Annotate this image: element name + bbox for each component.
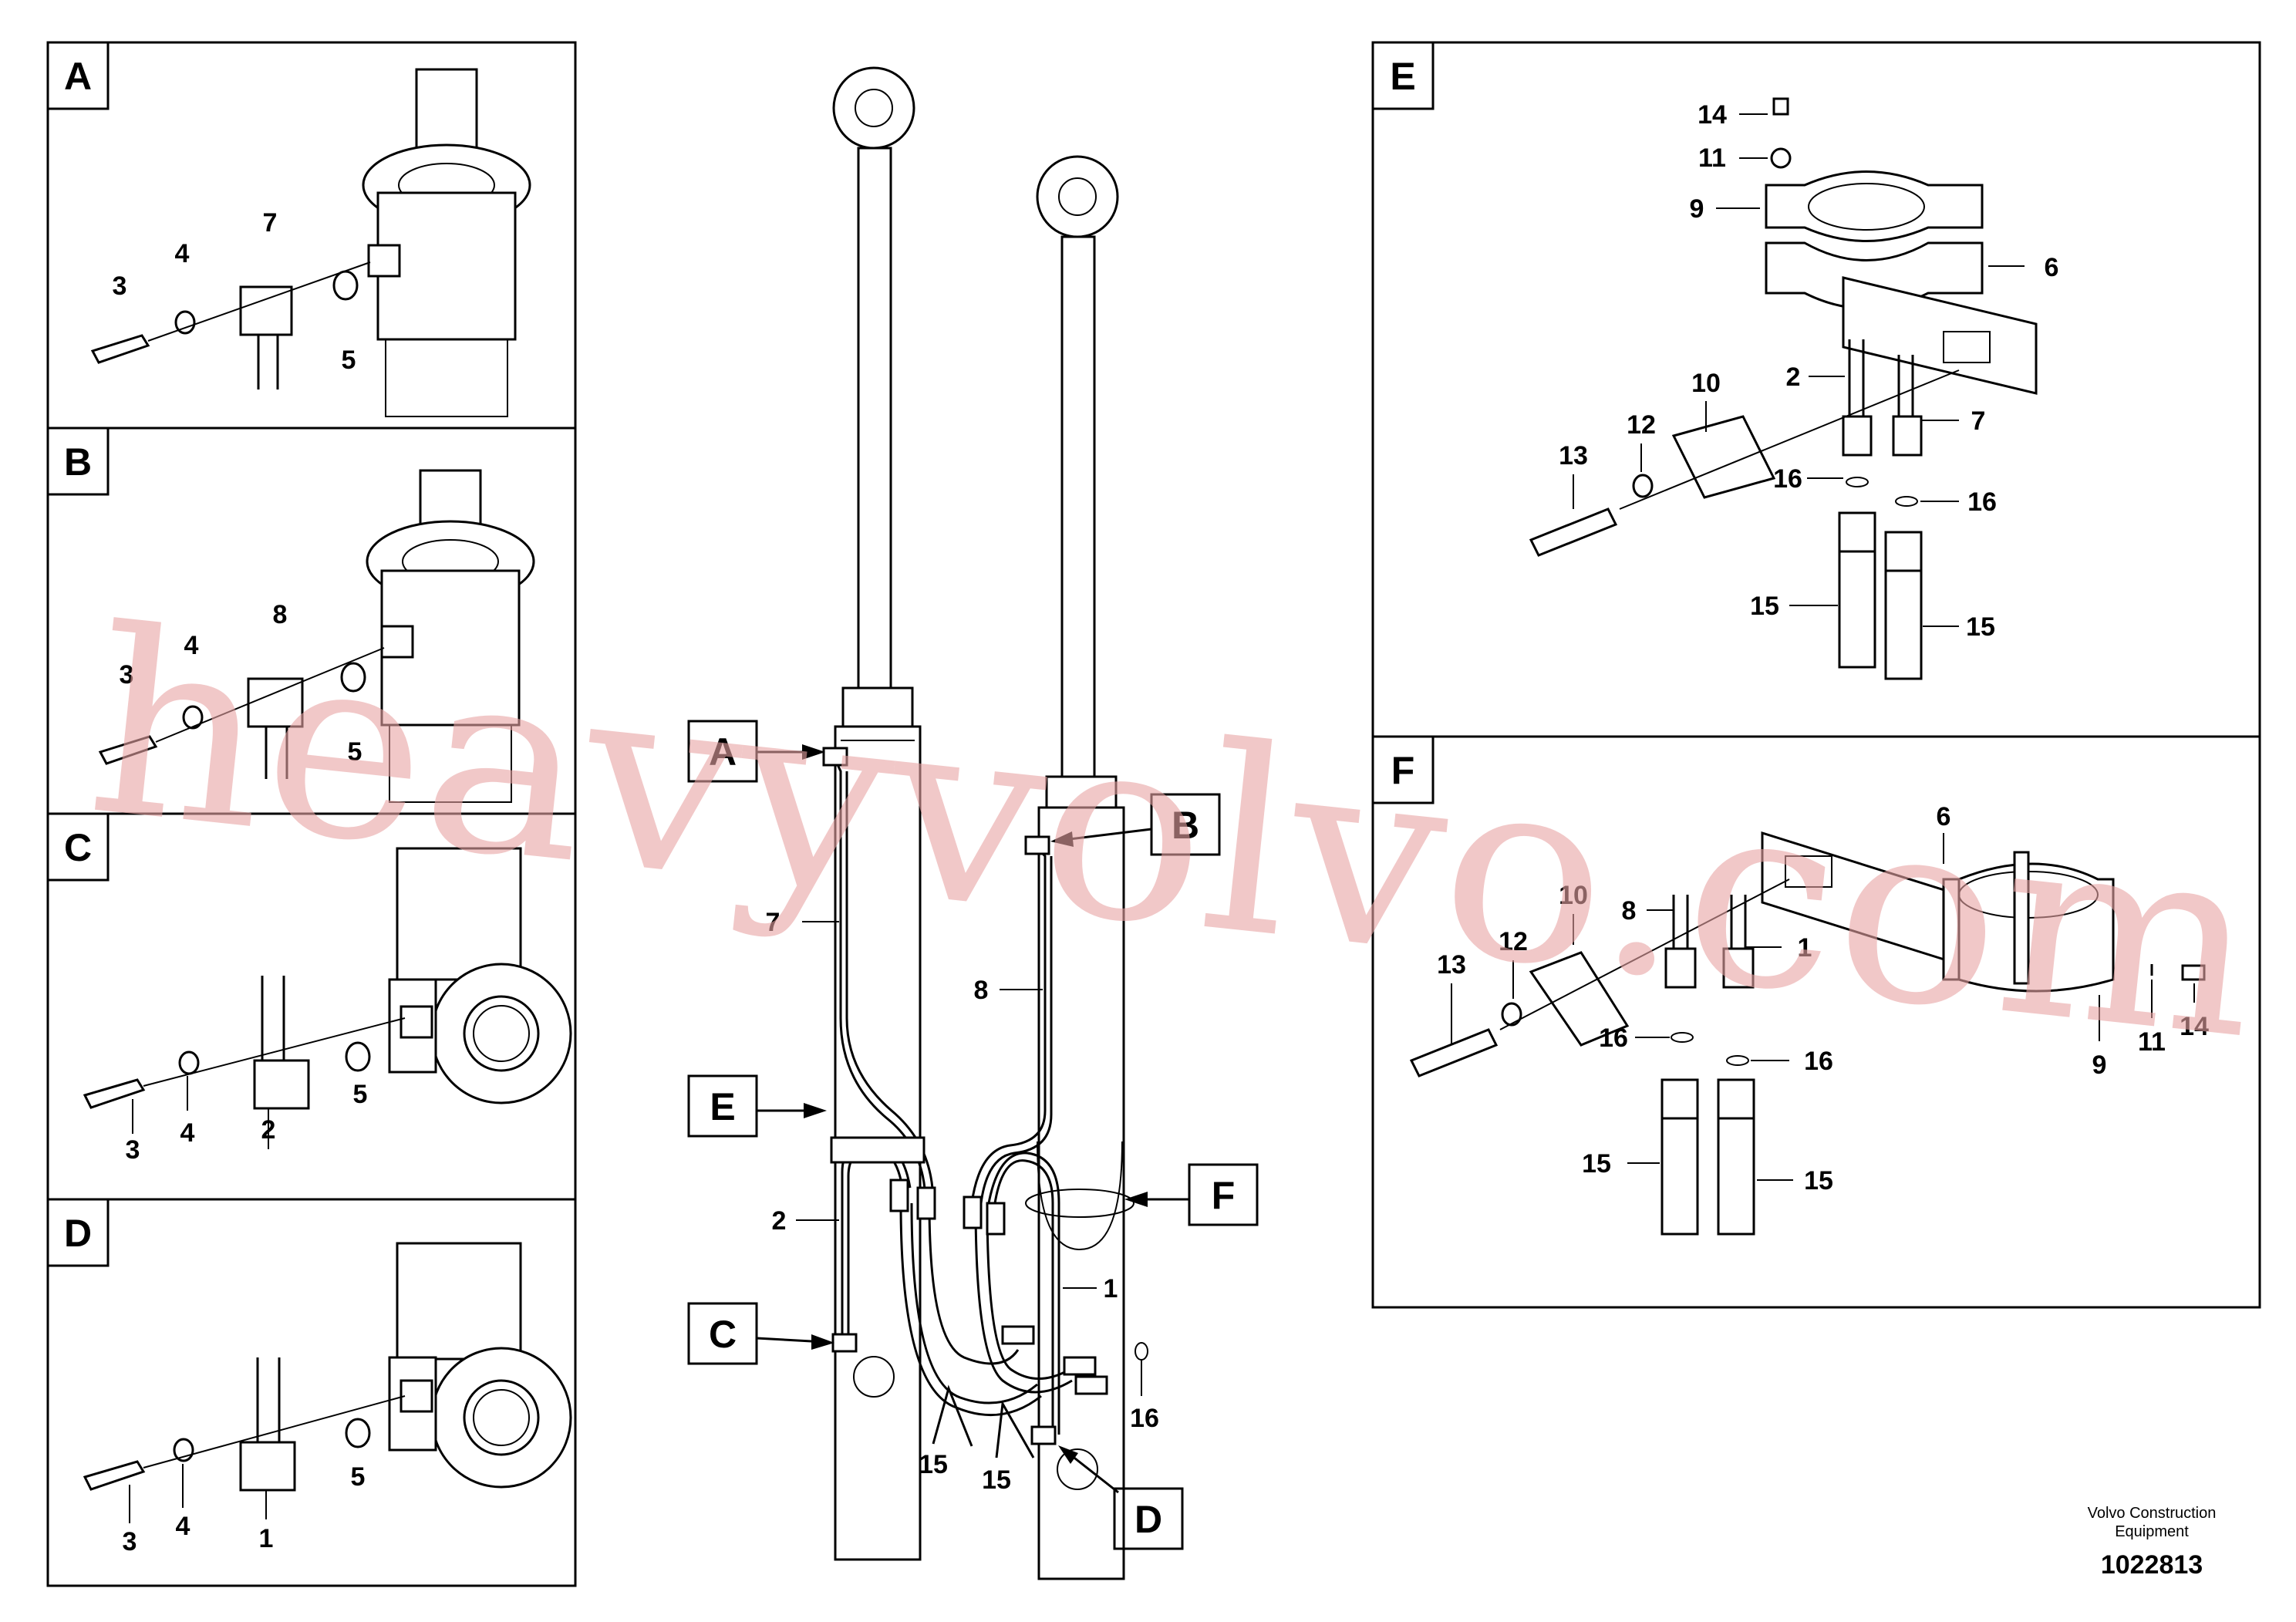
panel-a: A 7 4 3 5 — [46, 41, 531, 417]
panel-f-label-14: 14 — [2180, 1012, 2209, 1041]
panel-e-label-16-right: 16 — [1967, 487, 1997, 517]
panel-f-label-6: 6 — [1937, 802, 1951, 831]
panel-e-label-14: 14 — [1698, 100, 1727, 130]
panel-a-label-3: 3 — [113, 271, 127, 301]
panel-e-label-15-right: 15 — [1966, 612, 1995, 642]
main-cylinder-drawing: A B E F C D — [687, 66, 1259, 1580]
panel-d-label-3: 3 — [123, 1527, 137, 1556]
panel-e-label-12: 12 — [1627, 410, 1656, 440]
brand-line-2: Equipment — [2115, 1523, 2189, 1540]
main-label-15-left: 15 — [919, 1450, 948, 1479]
main-label-15-right: 15 — [982, 1465, 1011, 1495]
panel-e-label-16-left: 16 — [1773, 464, 1802, 494]
main-label-1: 1 — [1104, 1274, 1118, 1303]
panel-e: E 14 11 9 — [1371, 41, 2261, 738]
panel-d-label-4: 4 — [176, 1512, 190, 1541]
panel-c-label-4: 4 — [180, 1118, 195, 1148]
panel-f-label-16-right: 16 — [1804, 1047, 1833, 1076]
main-label-7: 7 — [766, 908, 781, 937]
callout-f: F — [1124, 1163, 1259, 1226]
callout-e: E — [687, 1074, 827, 1138]
panel-d-letter: D — [64, 1212, 92, 1255]
panel-f-label-13: 13 — [1437, 950, 1466, 980]
panel-f-label-11: 11 — [2138, 1027, 2166, 1057]
panel-e-label-11: 11 — [1698, 143, 1726, 173]
callout-c: C — [687, 1302, 834, 1365]
panel-a-label-5: 5 — [342, 346, 356, 375]
panel-b-label-8: 8 — [273, 600, 288, 629]
main-label-8: 8 — [974, 976, 989, 1005]
panel-b: B 8 4 3 5 — [46, 427, 535, 803]
panel-c-letter: C — [64, 826, 92, 869]
panel-e-letter: E — [1390, 55, 1415, 98]
svg-text:A: A — [709, 730, 737, 774]
panel-d-label-1: 1 — [259, 1524, 274, 1553]
panel-a-label-4: 4 — [175, 239, 190, 268]
panel-f-label-9: 9 — [2092, 1050, 2107, 1080]
panel-c: C 5 3 4 2 — [46, 812, 572, 1165]
drawing-number: 1022813 — [2101, 1550, 2203, 1580]
svg-text:C: C — [709, 1313, 737, 1356]
panel-f-label-15-left: 15 — [1582, 1149, 1611, 1179]
panel-d: D 5 3 4 1 — [46, 1198, 572, 1556]
panel-c-label-2: 2 — [261, 1115, 276, 1145]
panel-e-label-9: 9 — [1690, 194, 1704, 224]
main-label-16: 16 — [1130, 1404, 1159, 1433]
panel-b-label-5: 5 — [348, 737, 362, 767]
panel-a-label-7: 7 — [263, 208, 278, 238]
panel-f-label-12: 12 — [1499, 927, 1528, 956]
panel-f-letter: F — [1391, 749, 1415, 792]
callout-d: D — [1058, 1445, 1184, 1550]
panel-a-letter: A — [64, 55, 92, 98]
panel-d-label-5: 5 — [351, 1462, 366, 1492]
panel-c-label-3: 3 — [126, 1135, 140, 1165]
panel-e-label-13: 13 — [1559, 441, 1588, 470]
panel-f-label-10: 10 — [1559, 881, 1588, 910]
svg-text:E: E — [710, 1085, 735, 1128]
panel-f-label-1: 1 — [1798, 933, 1812, 963]
panel-b-label-4: 4 — [184, 631, 199, 660]
panel-b-label-3: 3 — [120, 660, 134, 690]
panel-f: F 6 10 8 1 — [1371, 735, 2261, 1309]
panel-f-label-8: 8 — [1622, 896, 1637, 926]
panel-e-label-15-left: 15 — [1750, 592, 1779, 621]
panel-c-label-5: 5 — [353, 1080, 368, 1109]
panel-f-label-15-right: 15 — [1804, 1166, 1833, 1195]
svg-text:F: F — [1212, 1174, 1236, 1217]
panel-b-letter: B — [64, 440, 92, 484]
callout-a: A — [687, 720, 825, 783]
brand-line-1: Volvo Construction — [2088, 1505, 2217, 1522]
panel-e-label-6: 6 — [2045, 253, 2059, 282]
svg-text:D: D — [1135, 1498, 1162, 1541]
main-label-2: 2 — [772, 1206, 787, 1236]
svg-text:B: B — [1172, 804, 1199, 847]
panel-e-label-2: 2 — [1786, 363, 1801, 392]
panel-e-label-10: 10 — [1691, 369, 1721, 398]
callout-b: B — [1050, 793, 1221, 856]
panel-f-label-16-left: 16 — [1599, 1023, 1628, 1053]
panel-e-label-7: 7 — [1971, 406, 1986, 436]
